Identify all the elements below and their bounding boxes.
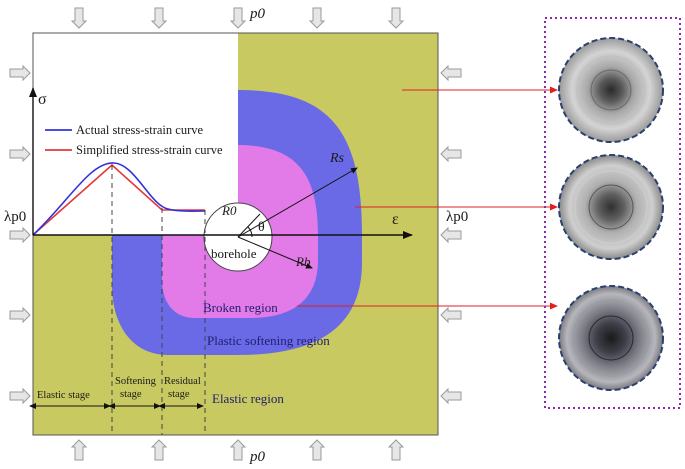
load-arrow-top-1 (70, 7, 88, 29)
load-arrow-right-1 (440, 64, 462, 82)
load-arrow-right-4 (440, 306, 462, 324)
broken-region-label: Broken region (203, 300, 278, 315)
residual-stage-label-1: Residual (164, 376, 201, 387)
radius-indicators: R0 θ Rs Rb borehole (211, 151, 358, 269)
lp0-right-label: λp0 (446, 209, 468, 225)
residual-stage-label-2: stage (168, 389, 190, 400)
lp0-left-label: λp0 (4, 209, 26, 225)
load-arrow-right-3 (440, 226, 462, 244)
rock-mass-square (32, 32, 439, 436)
sigma-label: σ (38, 91, 47, 108)
rb-label: Rb (295, 254, 311, 269)
borehole-photo-2 (558, 154, 664, 260)
region-labels: Broken region Plastic softening region E… (203, 300, 330, 406)
load-arrow-left-1 (9, 64, 31, 82)
softening-stage-label-2: stage (120, 389, 142, 400)
rs-label: Rs (329, 151, 345, 166)
load-arrow-top-2 (150, 7, 168, 29)
load-arrow-bottom-3 (229, 439, 247, 461)
p0-top-label: p0 (249, 6, 266, 22)
elastic-stage-label: Elastic stage (37, 390, 90, 401)
load-arrow-bottom-1 (70, 439, 88, 461)
legend-actual-label: Actual stress-strain curve (76, 123, 203, 137)
load-arrows (9, 7, 462, 461)
load-arrow-left-2 (9, 145, 31, 163)
softening-stage-label-1: Softening (115, 376, 157, 387)
stage-divider-lines (111, 165, 206, 435)
load-arrow-left-4 (9, 306, 31, 324)
load-arrow-bottom-5 (387, 439, 405, 461)
plastic-softening-region-label: Plastic softening region (207, 333, 330, 348)
load-labels: p0 p0 λp0 λp0 (4, 6, 468, 465)
photo-frame (544, 17, 681, 409)
load-arrow-left-5 (9, 387, 31, 405)
stress-strain-curves (32, 162, 206, 236)
elastic-region-label: Elastic region (212, 391, 284, 406)
theta-label: θ (258, 220, 265, 235)
load-arrow-bottom-2 (150, 439, 168, 461)
load-arrow-left-3 (9, 226, 31, 244)
actual-curve-line (32, 162, 206, 236)
load-arrow-right-5 (440, 387, 462, 405)
legend-simplified-label: Simplified stress-strain curve (76, 143, 223, 157)
stage-labels: Elastic stage Softening stage Residual s… (37, 376, 201, 401)
axes: σ ε (29, 87, 413, 239)
borehole-photo-3 (558, 285, 664, 391)
r0-label: R0 (221, 203, 237, 218)
epsilon-label: ε (392, 211, 399, 228)
load-arrow-right-2 (440, 145, 462, 163)
borehole-label: borehole (211, 246, 257, 261)
load-arrow-bottom-4 (308, 439, 326, 461)
pointer-lines (297, 86, 558, 310)
rs-line (237, 167, 358, 238)
load-arrow-top-4 (308, 7, 326, 29)
borehole-photos (558, 37, 664, 391)
legend: Actual stress-strain curve Simplified st… (45, 123, 223, 157)
load-arrow-top-3 (229, 7, 247, 29)
r0-line (237, 213, 261, 238)
rb-line (237, 236, 313, 269)
borehole-photo-1 (558, 37, 664, 143)
p0-bottom-label: p0 (249, 449, 266, 465)
simplified-curve-line (32, 163, 205, 236)
theta-arc (247, 226, 253, 238)
load-arrow-top-5 (387, 7, 405, 29)
stress-strain-plot-background (33, 33, 238, 235)
